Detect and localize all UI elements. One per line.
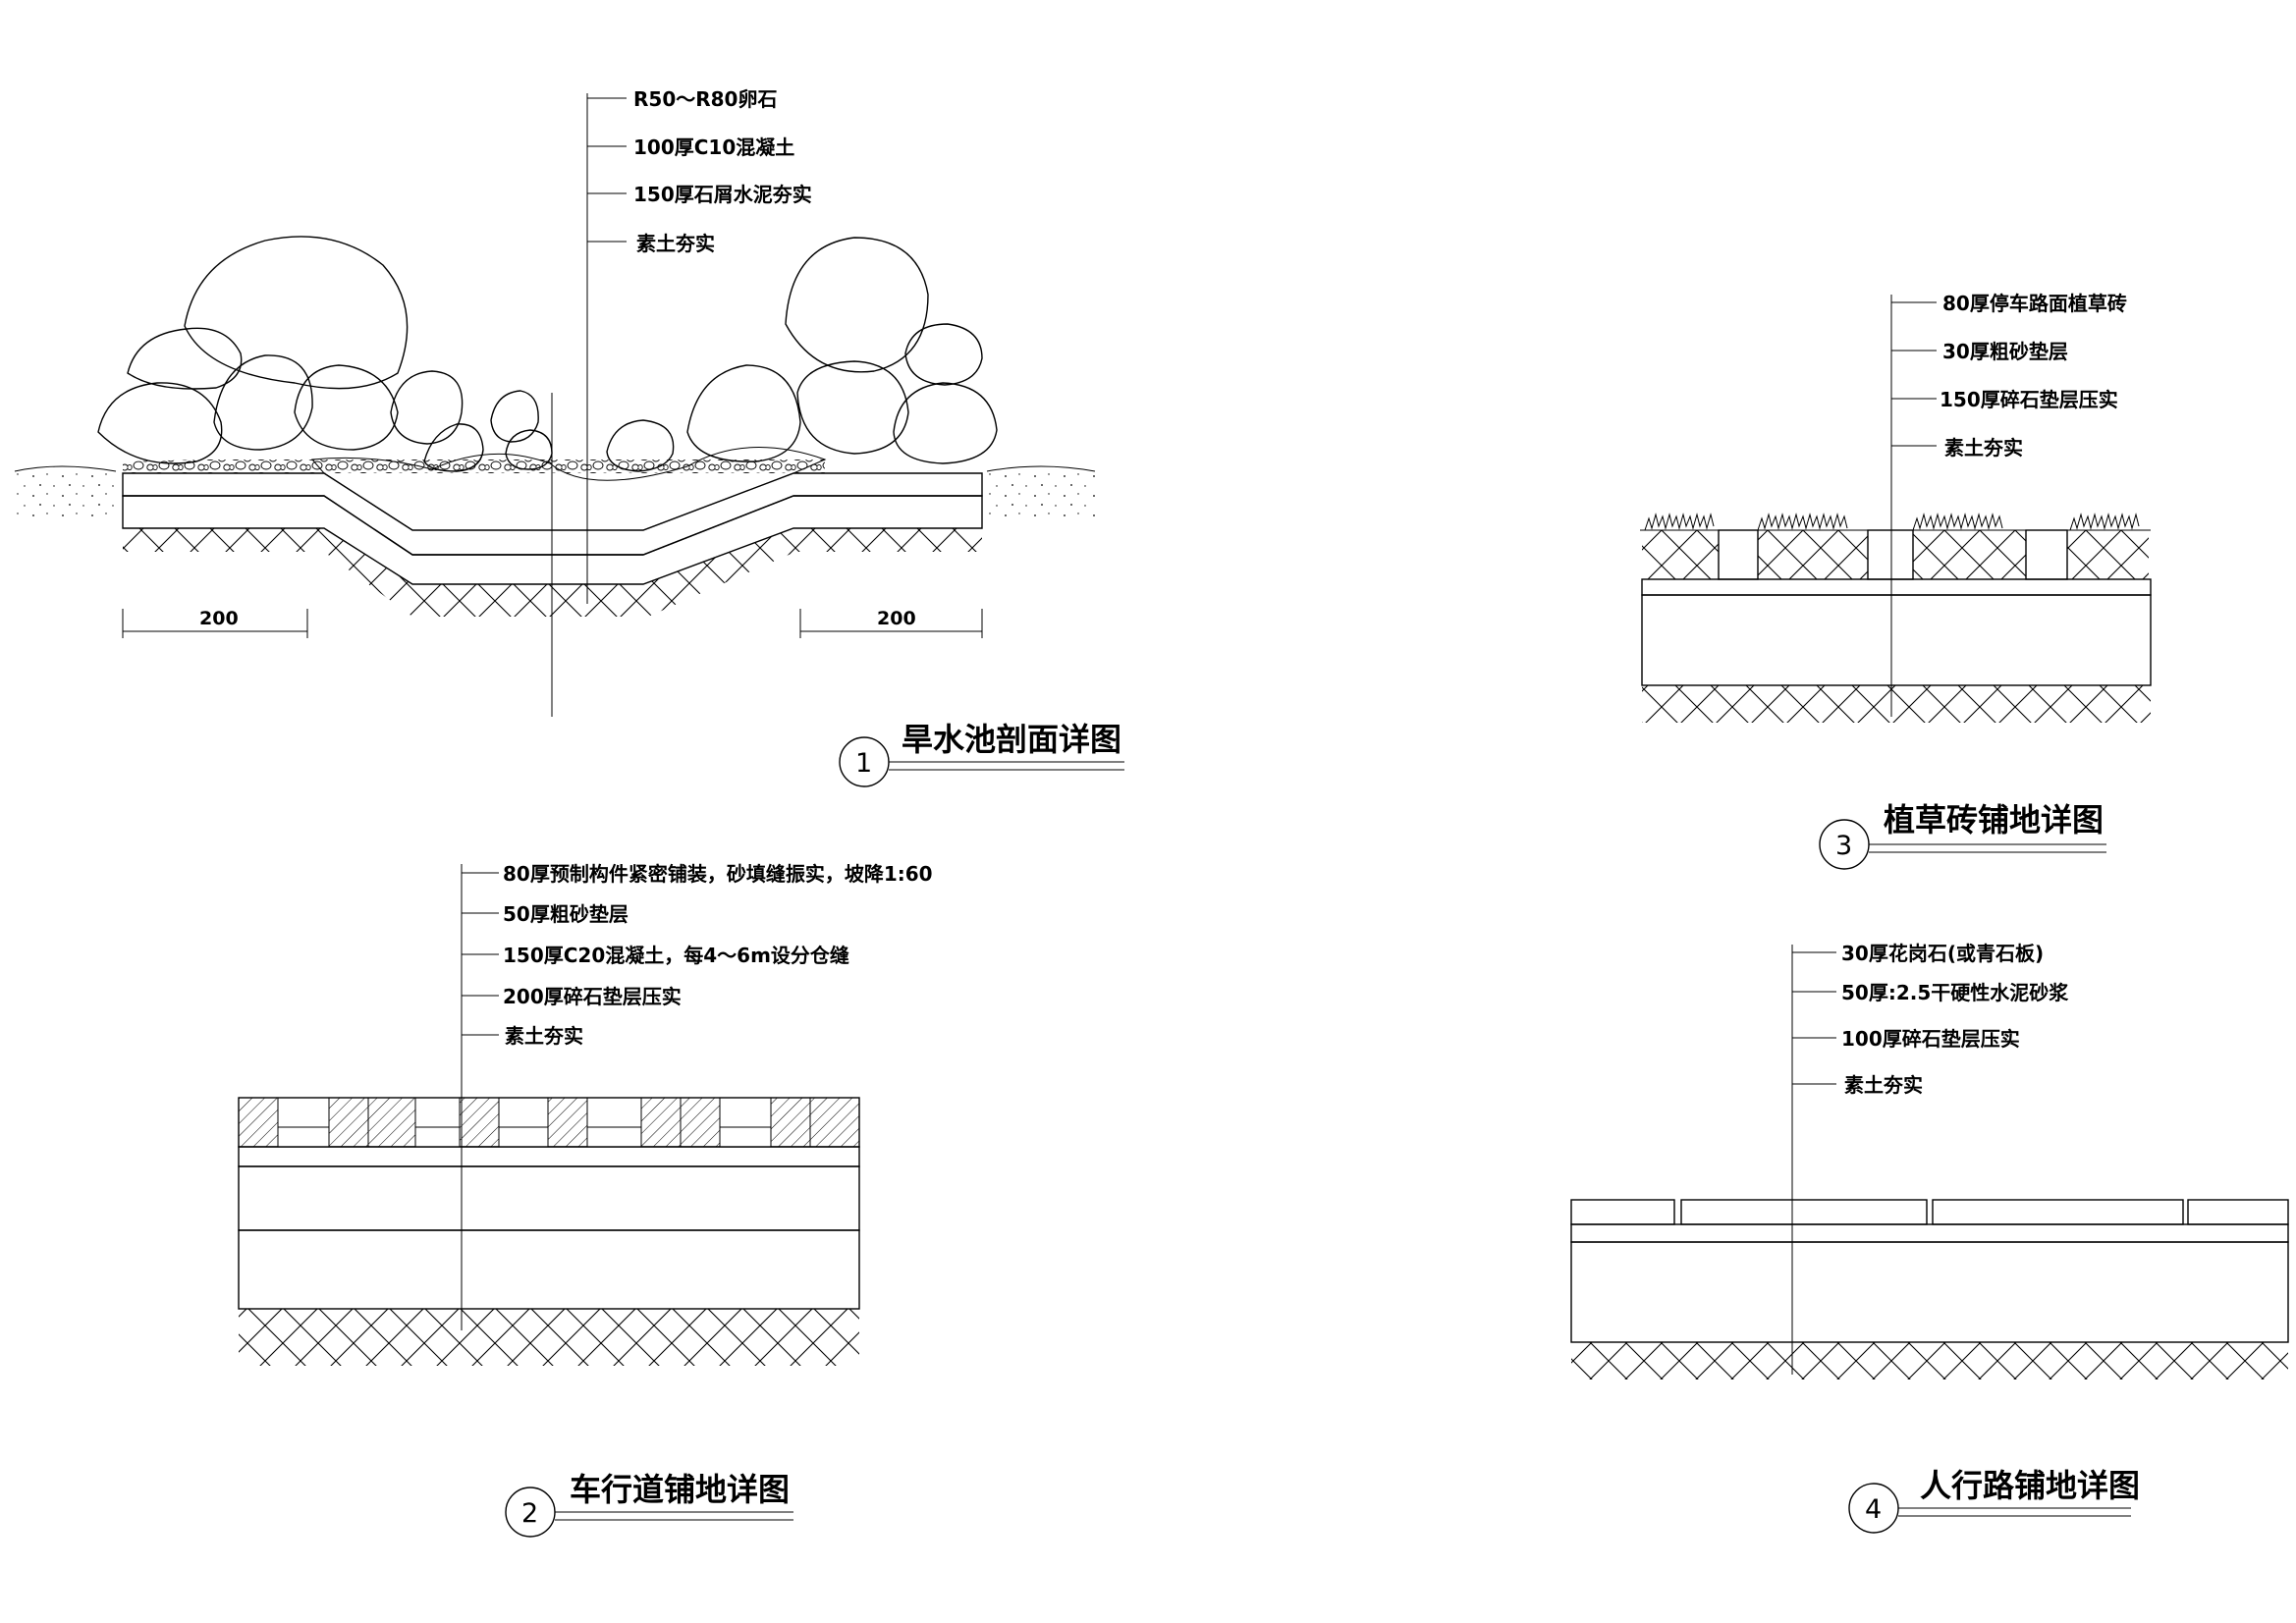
detail-3-number: 3 bbox=[1835, 831, 1852, 861]
detail-2-layer-4: 200厚碎石垫层压实 bbox=[503, 985, 682, 1008]
detail-2-driveway-paving: 80厚预制构件紧密铺装，砂填缝振实，坡降1:60 50厚粗砂垫层 150厚C20… bbox=[238, 862, 933, 1538]
detail-2-number: 2 bbox=[521, 1498, 538, 1529]
detail-4-sidewalk-paving: 30厚花岗石(或青石板) 50厚:2.5干硬性水泥砂浆 100厚碎石垫层压实 素… bbox=[1570, 942, 2289, 1534]
detail-1-dim-right: 200 bbox=[877, 608, 916, 629]
detail-1-layer-2: 100厚C10混凝土 bbox=[633, 135, 794, 159]
detail-2-layer-5: 素土夯实 bbox=[505, 1024, 583, 1048]
detail-1-layer-4: 素土夯实 bbox=[636, 232, 715, 255]
detail-1-title: 旱水池剖面详图 bbox=[902, 721, 1121, 758]
detail-2-layer-1: 80厚预制构件紧密铺装，砂填缝振实，坡降1:60 bbox=[503, 862, 933, 886]
detail-1-layer-1: R50～R80卵石 bbox=[633, 87, 777, 111]
detail-3-grass-paver: 80厚停车路面植草砖 30厚粗砂垫层 150厚碎石垫层压实 素土夯实 3 植草砖… bbox=[1640, 292, 2152, 870]
detail-3-layer-2: 30厚粗砂垫层 bbox=[1942, 340, 2068, 363]
detail-1-dry-pond-section: R50～R80卵石 100厚C10混凝土 150厚石屑水泥夯实 素土夯实 200… bbox=[14, 87, 1124, 787]
detail-3-layer-1: 80厚停车路面植草砖 bbox=[1942, 292, 2127, 315]
detail-3-layer-4: 素土夯实 bbox=[1944, 436, 2023, 460]
detail-4-number: 4 bbox=[1865, 1494, 1882, 1525]
detail-4-layer-1: 30厚花岗石(或青石板) bbox=[1841, 942, 2044, 965]
detail-1-layer-3: 150厚石屑水泥夯实 bbox=[633, 183, 812, 206]
detail-4-layer-3: 100厚碎石垫层压实 bbox=[1841, 1027, 2020, 1051]
detail-3-layer-3: 150厚碎石垫层压实 bbox=[1940, 388, 2118, 411]
detail-4-layer-2: 50厚:2.5干硬性水泥砂浆 bbox=[1841, 981, 2069, 1004]
detail-4-layer-4: 素土夯实 bbox=[1844, 1073, 1923, 1097]
detail-3-title: 植草砖铺地详图 bbox=[1884, 801, 2104, 839]
detail-4-title: 人行路铺地详图 bbox=[1920, 1467, 2140, 1504]
detail-1-dim-left: 200 bbox=[199, 608, 239, 629]
detail-2-layer-3: 150厚C20混凝土，每4～6m设分仓缝 bbox=[503, 944, 849, 967]
detail-2-title: 车行道铺地详图 bbox=[570, 1471, 790, 1508]
detail-1-number: 1 bbox=[855, 748, 872, 779]
detail-2-layer-2: 50厚粗砂垫层 bbox=[503, 902, 629, 926]
